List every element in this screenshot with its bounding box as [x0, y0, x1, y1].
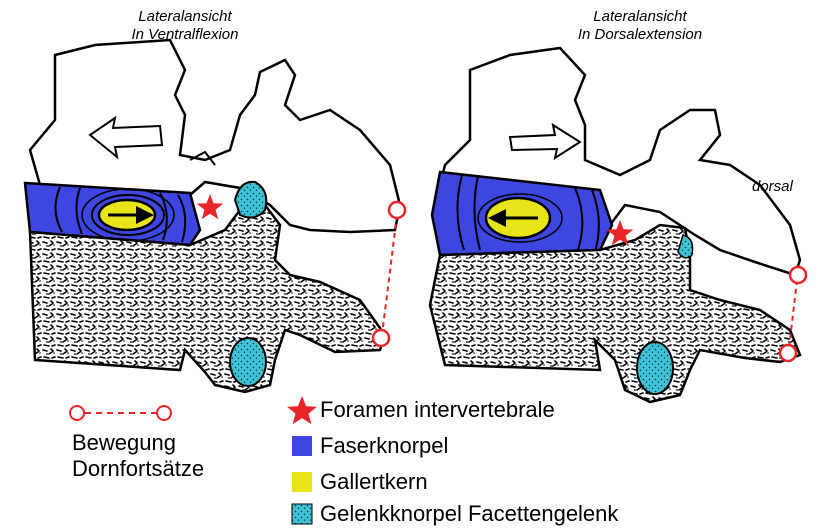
- legend-label-faserknorpel: Faserknorpel: [320, 433, 448, 459]
- legend-movement-line2: Dornfortsätze: [72, 456, 204, 482]
- right-spinous-movement-marker: [780, 267, 806, 361]
- legend-movement-line1: Bewegung: [72, 430, 176, 456]
- left-panel-title: Lateralansicht In Ventralflexion: [95, 8, 275, 44]
- legend-star-icon: [287, 396, 317, 424]
- left-title-line2: In Ventralflexion: [95, 26, 275, 44]
- right-panel-title: Lateralansicht In Dorsalextension: [550, 8, 730, 44]
- right-title-line1: Lateralansicht: [550, 8, 730, 26]
- left-facet-cartilage-lower: [230, 338, 266, 386]
- legend-movement-symbol: [70, 406, 171, 420]
- left-foramen-star-icon: [197, 194, 224, 219]
- right-title-line2: In Dorsalextension: [550, 26, 730, 44]
- legend-label-gelenkknorpel: Gelenkknorpel Facettengelenk: [320, 501, 618, 527]
- legend-swatch-gallertkern: [292, 472, 312, 492]
- legend-label-gallertkern: Gallertkern: [320, 469, 428, 495]
- legend-label-foramen: Foramen intervertebrale: [320, 397, 555, 423]
- left-facet-cartilage-upper: [235, 182, 266, 218]
- legend-swatch-faserknorpel: [292, 436, 312, 456]
- right-facet-cartilage-lower: [637, 342, 673, 394]
- legend-swatch-gelenkknorpel: [292, 504, 312, 524]
- left-title-line1: Lateralansicht: [95, 8, 275, 26]
- dorsal-label: dorsal: [752, 178, 793, 195]
